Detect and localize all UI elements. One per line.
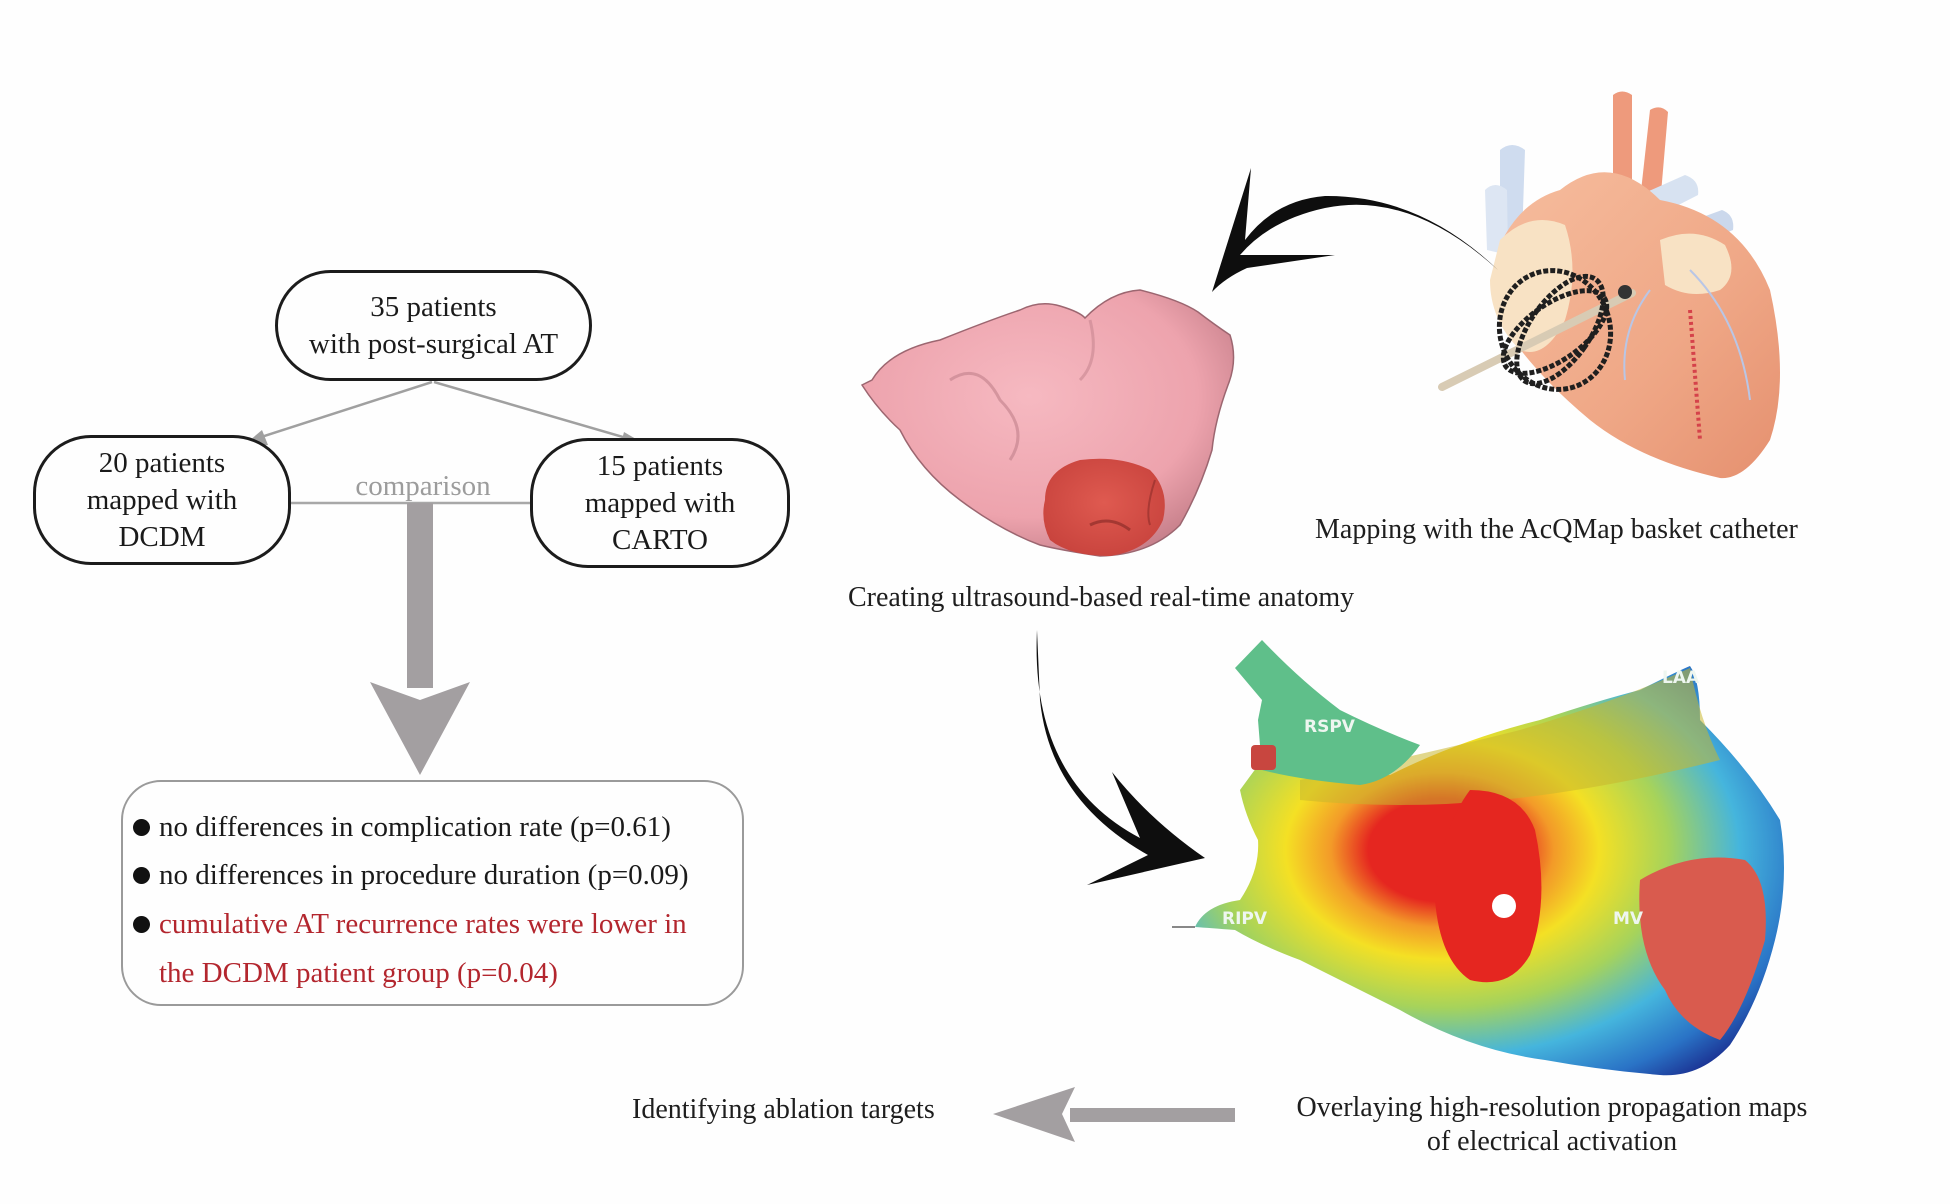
caption-propagation-maps: Overlaying high-resolution propagation m… [1266,1092,1838,1158]
caption-propagation-line2: of electrical activation [1426,1126,1678,1157]
dcdm-group-box: 20 patients mapped with DCDM [33,435,291,565]
caption-ablation-targets: Identifying ablation targets [632,1094,935,1125]
result-item: no differences in complication rate (p=0… [133,807,671,847]
arrow-heart-to-anatomy [1212,168,1498,292]
carto-group-box: 15 patients mapped with CARTO [530,438,790,568]
carto-line1: 15 patients [596,449,724,482]
result-text: no differences in complication rate (p=0… [159,811,671,843]
carto-line2: mapped with [584,486,736,519]
ultrasound-anatomy-model [860,289,1235,557]
result-item-highlight-continued: the DCDM patient group (p=0.04) [159,953,558,993]
arrow-anatomy-to-map [1036,630,1205,885]
propagation-map: RSPV LAA RIPV MV [1172,640,1784,1076]
bullet-icon [133,818,150,836]
result-text: no differences in procedure duration (p=… [159,859,689,891]
map-label-laa: LAA [1662,668,1700,688]
result-item: no differences in procedure duration (p=… [133,855,689,895]
comparison-label: comparison [355,470,491,502]
total-patients-line1: 35 patients [370,290,497,323]
carto-line3: CARTO [611,523,709,556]
dcdm-line2: mapped with [86,483,238,516]
arrow-to-ablation-targets [993,1087,1235,1142]
caption-propagation-line1: Overlaying high-resolution propagation m… [1296,1092,1808,1123]
heart-illustration [1438,91,1780,479]
split-connectors [251,380,641,444]
dcdm-line1: 20 patients [98,446,226,479]
bullet-icon [133,866,150,884]
bullet-icon [133,915,150,933]
result-item-highlight: cumulative AT recurrence rates were lowe… [133,904,687,944]
down-arrow-to-results [370,503,470,775]
total-patients-line2: with post-surgical AT [308,327,559,360]
caption-ultrasound-anatomy: Creating ultrasound-based real-time anat… [848,582,1355,613]
result-text: cumulative AT recurrence rates were lowe… [159,908,687,940]
total-patients-box: 35 patients with post-surgical AT [275,270,592,381]
results-box: no differences in complication rate (p=0… [121,780,744,1006]
result-text: the DCDM patient group (p=0.04) [159,957,558,989]
dcdm-line3: DCDM [118,520,206,553]
map-label-rspv: RSPV [1304,717,1356,737]
map-label-ripv: RIPV [1222,909,1268,929]
map-label-mv: MV [1613,909,1644,929]
caption-acqmap-mapping: Mapping with the AcQMap basket catheter [1315,514,1798,545]
